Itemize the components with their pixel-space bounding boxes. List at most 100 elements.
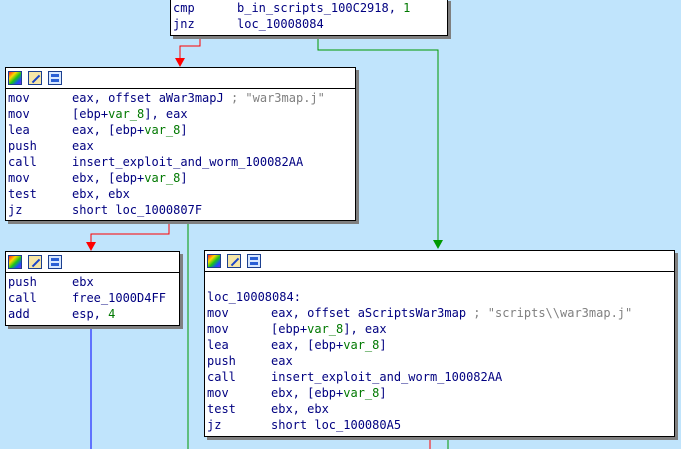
instruction-operands: esp, 4 (72, 306, 115, 322)
operand-text: ebx, [ebp+ (271, 386, 344, 400)
instruction-mnemonic: lea (207, 338, 229, 352)
location-label[interactable]: loc_10008084: (207, 290, 301, 304)
block-header (6, 68, 355, 89)
palette-icon[interactable] (8, 255, 22, 269)
operand-text: b_in_scripts_100C2918, (237, 1, 404, 15)
edge-top-to-war3map (179, 36, 201, 60)
instruction-line[interactable]: add esp, 4 (8, 306, 179, 322)
instruction-line[interactable]: mov ebx, [ebp+var_8] (207, 385, 674, 401)
operand-text: ] (180, 171, 188, 185)
instruction-mnemonic: push (8, 139, 37, 153)
instruction-line[interactable]: mov eax, offset aWar3mapJ ; "war3map.j" (8, 90, 355, 106)
instruction-mnemonic: call (207, 370, 236, 384)
operand-text: eax (271, 354, 293, 368)
instruction-line[interactable]: mov ebx, [ebp+var_8] (8, 170, 355, 186)
instruction-line[interactable]: lea eax, [ebp+var_8] (207, 337, 674, 353)
instruction-line[interactable]: jz short loc_100080A5 (207, 417, 674, 433)
instruction-mnemonic: mov (8, 171, 30, 185)
blank-line (207, 273, 674, 289)
instruction-operands: eax, offset aWar3mapJ ; "war3map.j" (72, 90, 325, 106)
operand-text: [ebp+ (271, 322, 308, 336)
instruction-line[interactable]: mov [ebp+var_8], eax (207, 321, 674, 337)
instruction-mnemonic: push (207, 354, 236, 368)
instruction-line[interactable]: mov[ebp+var_8], eax (8, 106, 355, 122)
operand-text: ] (180, 123, 188, 137)
instruction-mnemonic: call (8, 291, 37, 305)
local-variable[interactable]: var_8 (343, 338, 380, 352)
local-variable[interactable]: var_8 (144, 171, 181, 185)
local-variable[interactable]: var_8 (108, 107, 145, 121)
instruction-operands: ebx, ebx (271, 401, 329, 417)
operand-text: short loc_100080A5 (271, 418, 402, 432)
instruction-operands: ebx, [ebp+var_8] (72, 170, 188, 186)
operand-text: eax (72, 139, 94, 153)
operand-text: ], eax (144, 107, 188, 121)
instruction-operands: [ebp+var_8], eax (271, 321, 387, 337)
palette-icon[interactable] (207, 254, 221, 268)
operand-text: free_1000D4FF (72, 291, 166, 305)
instruction-operands: short loc_100080A5 (271, 417, 401, 433)
local-variable[interactable]: var_8 (343, 386, 380, 400)
operand-text: ] (379, 338, 387, 352)
local-variable[interactable]: var_8 (144, 123, 181, 137)
instruction-mnemonic: mov (207, 306, 229, 320)
instruction-operands: ebx, ebx (72, 186, 130, 202)
operand-text: eax, offset aWar3mapJ (72, 91, 231, 105)
operand-text: 4 (108, 307, 116, 321)
block-header (6, 252, 179, 273)
instruction-line[interactable]: test ebx, ebx (207, 401, 674, 417)
instruction-operands: insert_exploit_and_worm_100082AA (271, 369, 502, 385)
instruction-line[interactable]: call insert_exploit_and_worm_100082AA (207, 369, 674, 385)
instruction-mnemonic: mov (8, 91, 30, 105)
instruction-mnemonic: mov (207, 322, 229, 336)
instruction-operands: loc_10008084 (237, 16, 324, 32)
instruction-mnemonic: jz (207, 418, 222, 432)
edit-icon[interactable] (28, 71, 42, 85)
operand-text: eax, [ebp+ (271, 338, 344, 352)
edit-icon[interactable] (227, 254, 241, 268)
graph-icon[interactable] (247, 254, 261, 268)
instruction-mnemonic: test (207, 402, 236, 416)
operand-text: 1 (403, 1, 411, 15)
instruction-operands: b_in_scripts_100C2918, 1 (237, 0, 410, 16)
operand-text: ] (379, 386, 387, 400)
instruction-mnemonic: call (8, 155, 37, 169)
graph-icon[interactable] (48, 255, 62, 269)
operand-text: ebx (72, 275, 94, 289)
edge-war3map-to-free (90, 220, 170, 244)
instruction-line[interactable]: push eax (207, 353, 674, 369)
arrowhead-war3map (175, 58, 185, 67)
instruction-line[interactable]: call free_1000D4FF (8, 290, 179, 306)
operand-text: [ebp+ (72, 107, 109, 121)
edge-top-to-scripts (317, 36, 439, 240)
instruction-mnemonic: add (8, 307, 30, 321)
edit-icon[interactable] (28, 255, 42, 269)
graph-icon[interactable] (48, 71, 62, 85)
instruction-mnemonic: mov (207, 386, 229, 400)
string-comment: ; "scripts\\war3map.j" (473, 306, 633, 320)
block-header (205, 251, 674, 272)
instruction-operands: [ebp+var_8], eax (72, 106, 188, 122)
instruction-operands: eax, [ebp+var_8] (271, 337, 387, 353)
arrowhead-scripts (433, 240, 443, 249)
instruction-line[interactable]: push eax (8, 138, 355, 154)
instruction-operands: eax (72, 138, 94, 154)
instruction-operands: ebx, [ebp+var_8] (271, 385, 387, 401)
local-variable[interactable]: var_8 (307, 322, 344, 336)
palette-icon[interactable] (8, 71, 22, 85)
